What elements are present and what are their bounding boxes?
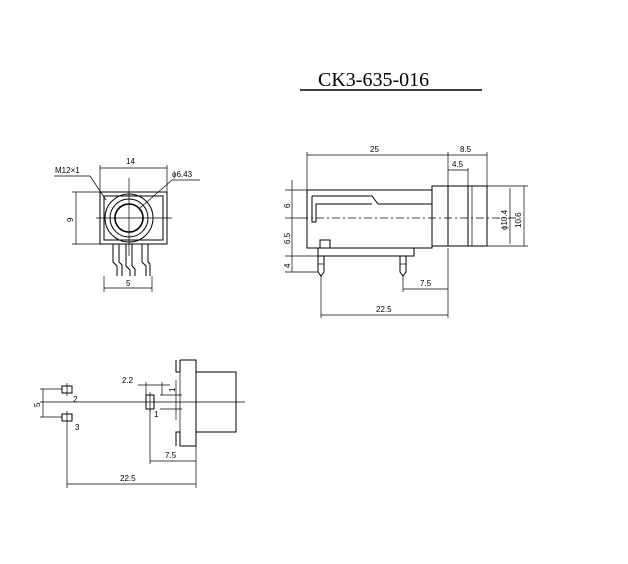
side-length-label: 25: [370, 145, 379, 154]
side-top-height-label: 6: [283, 203, 292, 208]
side-nose-step-label: 4.5: [452, 160, 464, 169]
front-height-label: 9: [66, 217, 75, 222]
front-pin-mid: [125, 244, 136, 276]
bottom-pad-offset-label: 2.2: [122, 376, 134, 385]
part-number-title: CK3-635-016: [318, 69, 429, 91]
side-view: 25 8.5 4.5 6 6.5 4 ϕ10.4 10.6 7.5 22.5: [283, 145, 528, 318]
side-body-step: [312, 195, 432, 205]
side-pin-span-label: 22.5: [376, 305, 392, 314]
bottom-body: [175, 359, 237, 447]
side-base-tab: [319, 239, 331, 248]
bottom-pin-spacing-label: 5: [33, 402, 42, 407]
bottom-pin-2-label: 2: [73, 395, 78, 404]
leader: [139, 179, 173, 209]
side-pin-offset-label: 7.5: [420, 279, 432, 288]
bottom-pin-3-label: 3: [75, 423, 80, 432]
bottom-body-edge: [175, 360, 180, 373]
front-pin-right: [141, 244, 151, 276]
front-view: 14 M12×1 ϕ6.43 9 5: [54, 157, 200, 292]
side-body: [306, 189, 433, 249]
side-outer-dia-label: 10.6: [514, 212, 523, 228]
front-pin-left: [112, 244, 123, 276]
bottom-pin-offset-label: 7.5: [165, 451, 177, 460]
side-base: [317, 248, 415, 257]
side-nose-length-label: 8.5: [460, 145, 472, 154]
leader: [89, 175, 107, 201]
front-pitch-label: 5: [126, 279, 131, 288]
bottom-view: 2 3 1 2.2 1 5 7.5 22.5: [33, 359, 245, 488]
side-pin-left: [317, 256, 325, 277]
front-thread-label: M12×1: [55, 166, 80, 175]
side-inner-dia-label: ϕ10.4: [500, 209, 509, 230]
front-width-label: 14: [126, 157, 135, 166]
side-pin-height-label: 4: [283, 263, 292, 268]
front-hole-label: ϕ6.43: [172, 170, 193, 179]
side-mid-height-label: 6.5: [283, 232, 292, 244]
side-pin-right: [399, 256, 407, 277]
bottom-pin-1b-label: 1: [154, 410, 159, 419]
bottom-pin-1a-label: 1: [168, 387, 177, 392]
side-body-inner: [311, 196, 372, 223]
bottom-pin-span-label: 22.5: [120, 474, 136, 483]
side-nose: [431, 185, 488, 247]
